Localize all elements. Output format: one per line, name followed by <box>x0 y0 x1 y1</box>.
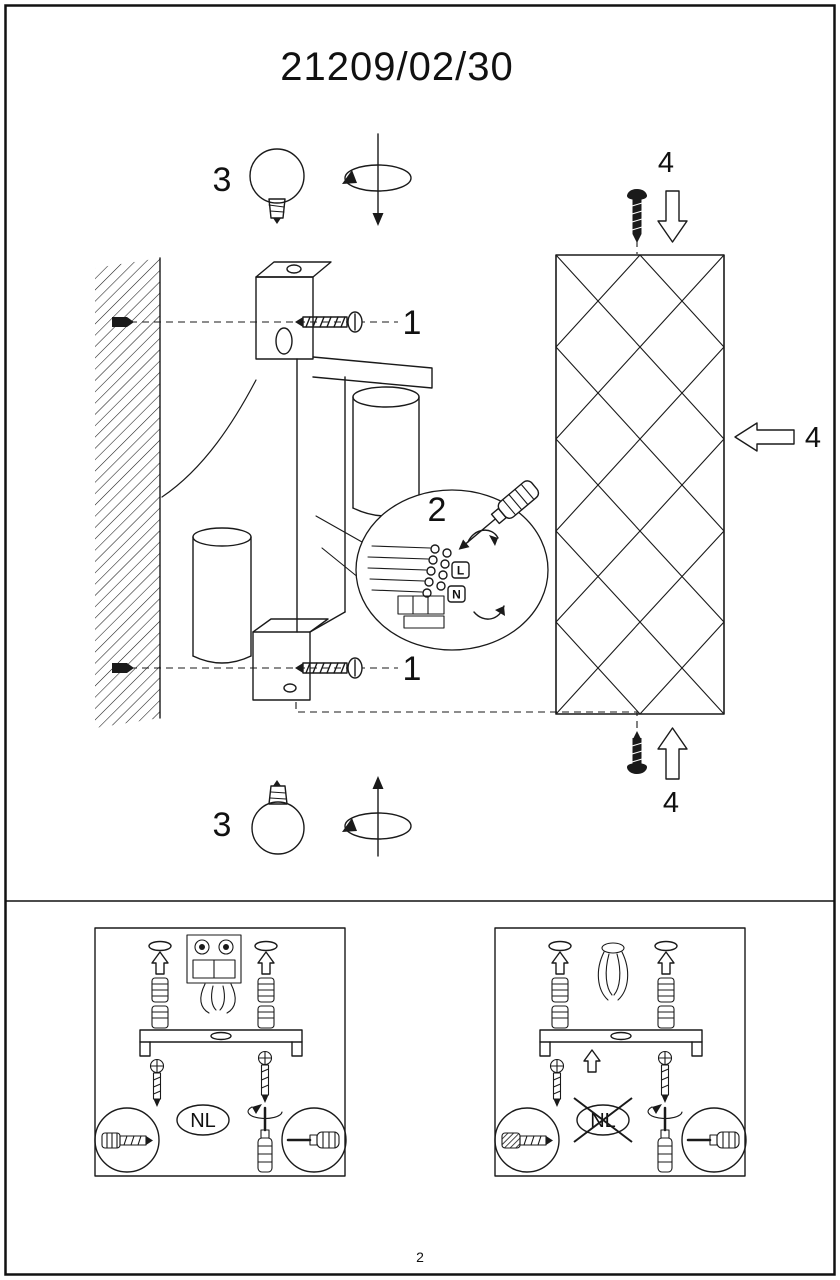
arrow-up-small-icon <box>151 951 169 975</box>
label-step3-bottom: 3 <box>213 806 232 844</box>
page-number: 2 <box>416 1249 424 1265</box>
label-step1-bottom: 1 <box>403 650 422 688</box>
rotate-arrow-bottom-icon <box>342 776 412 857</box>
page-border <box>4 4 836 1276</box>
screw-icons <box>149 1050 273 1107</box>
wall-fixture <box>161 261 433 701</box>
shade-screw-bottom-icon <box>627 731 647 774</box>
wall-anchor-icons <box>551 977 675 1029</box>
wall-anchor-icons <box>151 977 275 1029</box>
shade-panel <box>555 254 725 715</box>
mounting-rail-icon <box>539 1029 703 1057</box>
arrow-up-icon <box>657 727 688 780</box>
label-step4-side: 4 <box>805 422 821 454</box>
region-badge <box>176 1104 230 1136</box>
cap-icon <box>654 940 678 952</box>
terminal-n-label: N <box>452 588 461 602</box>
glass-cylinder-upper <box>352 386 420 517</box>
screwdriver-detail <box>681 1107 747 1173</box>
label-step3-top: 3 <box>213 161 232 199</box>
wires <box>367 545 431 593</box>
arrow-up-small-icon <box>551 951 569 975</box>
rotate-arrow-top-icon <box>342 133 412 226</box>
label-step1-top: 1 <box>403 304 422 342</box>
cap-icon <box>548 940 572 952</box>
region-badge <box>576 1104 630 1136</box>
terminal-l-badge <box>451 561 470 579</box>
wiring-detail: L N <box>315 480 549 651</box>
screwdriver-icon <box>458 480 540 550</box>
region-label-left: NL <box>190 1110 216 1132</box>
cap-icon <box>254 940 278 952</box>
label-step2: 2 <box>428 491 447 529</box>
crossed-out-mark <box>573 1097 633 1143</box>
connector-block-icon <box>186 934 242 984</box>
arrow-up-small-icon <box>657 951 675 975</box>
screw-icons <box>549 1050 673 1107</box>
label-step4-top: 4 <box>658 147 674 179</box>
screwdriver-detail <box>281 1107 347 1173</box>
mounting-rail-icon <box>139 1029 303 1057</box>
mounting-screw-bottom-icon <box>295 657 363 679</box>
cap-icon <box>148 940 172 952</box>
mounting-screw-top-icon <box>295 311 363 333</box>
label-step4-bottom: 4 <box>663 787 679 819</box>
strain-relief-claw-icon <box>200 983 236 1014</box>
plug-screw-detail <box>94 1107 160 1173</box>
wire-hook-top-icon <box>467 529 499 543</box>
install-panel-right: NL <box>494 927 747 1177</box>
shade-screw-top-icon <box>627 189 647 243</box>
arrow-down-icon <box>657 190 688 243</box>
plug-screw-detail <box>494 1107 560 1173</box>
bulb-top-icon <box>249 148 305 224</box>
arrow-up-small-icon <box>257 951 275 975</box>
wall <box>95 257 161 728</box>
page-title: 21209/02/30 <box>280 45 513 89</box>
terminal-n-badge <box>447 585 466 603</box>
claw-hook-icon <box>597 942 629 1001</box>
screwdriver-vertical-icon <box>247 1104 283 1173</box>
bulb-bottom-icon <box>251 780 305 855</box>
install-panel-left: NL <box>94 927 347 1177</box>
screwdriver-vertical-icon <box>647 1104 683 1173</box>
arrow-left-icon <box>734 422 795 452</box>
terminal-l-label: L <box>457 564 464 578</box>
wire-ends <box>422 544 452 598</box>
glass-cylinder-lower <box>192 527 252 664</box>
arrow-up-small-icon <box>583 1049 601 1073</box>
terminal-block-icon <box>397 595 445 629</box>
